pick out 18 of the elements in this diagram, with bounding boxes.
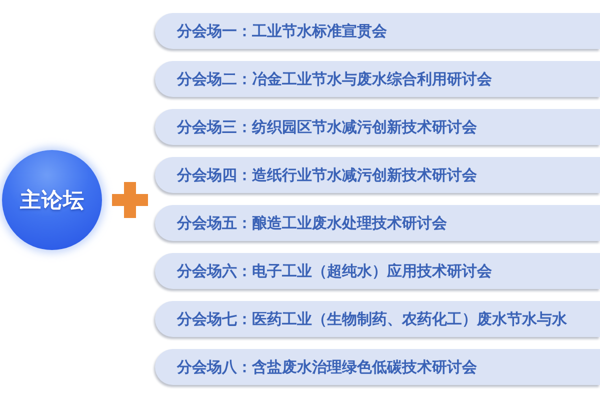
- session-pill: [155, 13, 600, 49]
- session-pill: [155, 157, 600, 193]
- session-pill: [155, 109, 600, 145]
- session-title: 分会场二：冶金工业节水与废水综合利用研讨会: [177, 72, 492, 86]
- session-title: 分会场六：电子工业（超纯水）应用技术研讨会: [177, 264, 492, 278]
- main-forum-circle: [2, 150, 102, 250]
- session-pill: [155, 61, 600, 97]
- session-pill: [155, 253, 600, 289]
- session-title: 分会场一：工业节水标准宣贯会: [177, 24, 387, 38]
- session-title: 分会场八：含盐废水治理绿色低碳技术研讨会: [177, 360, 477, 374]
- session-title: 分会场五：酿造工业废水处理技术研讨会: [177, 216, 447, 230]
- session-pill: [155, 301, 600, 337]
- session-title: 分会场三：纺织园区节水减污创新技术研讨会: [177, 120, 477, 134]
- session-pill: [155, 349, 600, 385]
- session-title: 分会场四：造纸行业节水减污创新技术研讨会: [177, 168, 477, 182]
- forum-title: 主论坛: [20, 187, 84, 214]
- session-pill: [155, 205, 600, 241]
- session-title: 分会场七：医药工业（生物制药、农药化工）废水节水与水: [177, 312, 567, 326]
